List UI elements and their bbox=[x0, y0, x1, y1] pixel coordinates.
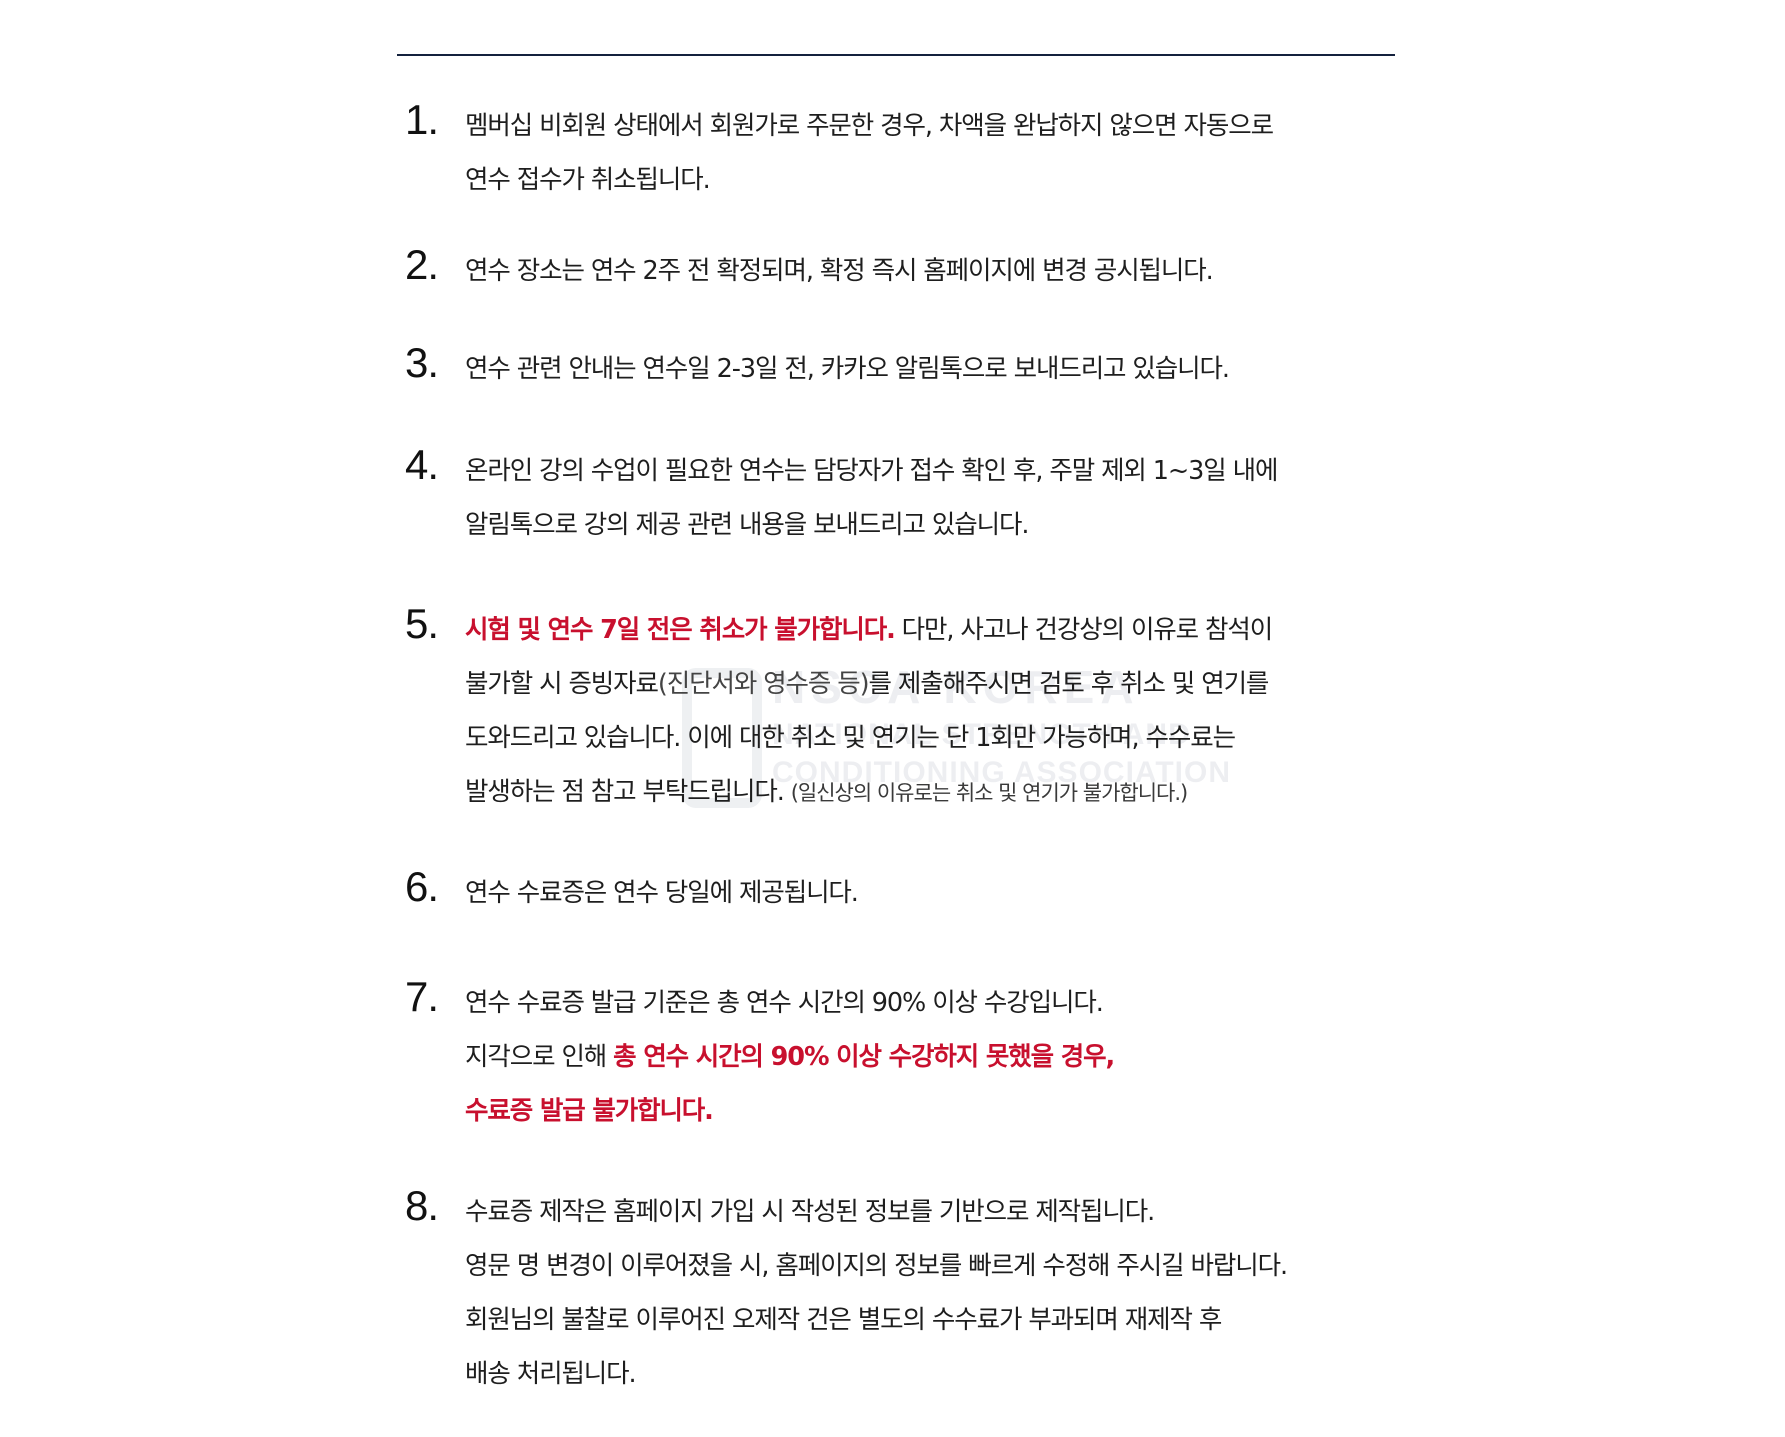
footnote-text: (일신상의 이유로는 취소 및 연기가 불가합니다.) bbox=[790, 781, 1189, 805]
item-line: 발생하는 점 참고 부탁드립니다. (일신상의 이유로는 취소 및 연기가 불가… bbox=[465, 765, 1415, 819]
item-line: 알림톡으로 강의 제공 관련 내용을 보내드리고 있습니다. bbox=[465, 498, 1415, 552]
highlighted-text: 연수 당일에 제공됩니다. bbox=[613, 878, 859, 908]
item-line: 지각으로 인해 총 연수 시간의 90% 이상 수강하지 못했을 경우, bbox=[465, 1030, 1415, 1084]
warning-text: 총 bbox=[613, 1042, 644, 1072]
item-line: 시험 및 연수 7일 전은 취소가 불가합니다. 다만, 사고나 건강상의 이유… bbox=[465, 603, 1415, 657]
text-segment: 연수 관련 안내는 bbox=[465, 354, 643, 384]
warning-text: 불가합니다. bbox=[592, 1096, 713, 1126]
text-segment: 배송 처리됩니다. bbox=[465, 1359, 637, 1389]
item-text: 온라인 강의 수업이 필요한 연수는 담당자가 접수 확인 후, 주말 제외 1… bbox=[465, 444, 1415, 552]
item-text: 연수 수료증 발급 기준은 총 연수 시간의 90% 이상 수강입니다.지각으로… bbox=[465, 976, 1415, 1138]
item-line: 온라인 강의 수업이 필요한 연수는 담당자가 접수 확인 후, 주말 제외 1… bbox=[465, 444, 1415, 498]
text-segment: 영문 명 변경이 이루어졌을 시, 홈페이지의 정보를 빠르게 수정해 주시길 … bbox=[465, 1251, 1288, 1281]
highlighted-text: 연수 2주 전 확정 bbox=[590, 256, 762, 286]
item-line: 불가할 시 증빙자료(진단서와 영수증 등)를 제출해주시면 검토 후 취소 및… bbox=[465, 657, 1415, 711]
item-text: 연수 수료증은 연수 당일에 제공됩니다. bbox=[465, 866, 1415, 920]
item-text: 연수 관련 안내는 연수일 2-3일 전, 카카오 알림톡으로 보내드리고 있습… bbox=[465, 342, 1415, 396]
item-line: 연수 수료증 발급 기준은 총 연수 시간의 90% 이상 수강입니다. bbox=[465, 976, 1415, 1030]
item-line: 수료증 제작은 홈페이지 가입 시 작성된 정보를 기반으로 제작됩니다. bbox=[465, 1185, 1415, 1239]
highlighted-text: 연수일 2-3일 전, 카카오 알림톡으로 bbox=[642, 354, 1008, 384]
text-segment: 연수 수료증 발급 기준은 총 bbox=[465, 988, 746, 1018]
highlighted-text: 자동으로 bbox=[1183, 111, 1274, 141]
item-line: 수료증 발급 불가합니다. bbox=[465, 1084, 1415, 1138]
text-segment: 다만, 사고나 건강상의 이유로 참석이 bbox=[894, 615, 1274, 645]
text-segment: 연수 수료증은 bbox=[465, 878, 614, 908]
item-line: 연수 관련 안내는 연수일 2-3일 전, 카카오 알림톡으로 보내드리고 있습… bbox=[465, 342, 1415, 396]
highlighted-text: 연수 접수가 취소 bbox=[465, 165, 637, 195]
item-line: 연수 장소는 연수 2주 전 확정되며, 확정 즉시 홈페이지에 변경 공시됩니… bbox=[465, 244, 1415, 298]
text-segment: 멤버십 비회원 상태에서 회원가로 주문한 경우, 차액을 완납하지 않으면 bbox=[465, 111, 1184, 141]
text-segment: 도와드리고 있습니다. 이에 대한 취소 및 연기는 단 1회만 가능하며, 수… bbox=[465, 723, 1236, 753]
highlighted-warning-text: 수료증 발급 bbox=[465, 1096, 593, 1126]
item-line: 연수 수료증은 연수 당일에 제공됩니다. bbox=[465, 866, 1415, 920]
text-segment: 보내드리고 있습니다. bbox=[1006, 354, 1230, 384]
highlighted-text: 수료증 제작은 홈페이지 가입 시 작성된 정보를 기반으로 제작됩니다. bbox=[465, 1197, 1155, 1227]
text-segment: 됩니다. bbox=[635, 165, 711, 195]
text-segment: 지각으로 인해 bbox=[465, 1042, 614, 1072]
text-segment: 있습니다. bbox=[924, 510, 1030, 540]
item-line: 도와드리고 있습니다. 이에 대한 취소 및 연기는 단 1회만 가능하며, 수… bbox=[465, 711, 1415, 765]
item-line: 영문 명 변경이 이루어졌을 시, 홈페이지의 정보를 빠르게 수정해 주시길 … bbox=[465, 1239, 1415, 1293]
highlighted-text: 연수 시간의 90% 이상 수강입니다. bbox=[746, 988, 1104, 1018]
item-line: 회원님의 불찰로 이루어진 오제작 건은 별도의 수수료가 부과되며 재제작 후 bbox=[465, 1293, 1415, 1347]
item-text: 시험 및 연수 7일 전은 취소가 불가합니다. 다만, 사고나 건강상의 이유… bbox=[465, 603, 1415, 819]
item-text: 멤버십 비회원 상태에서 회원가로 주문한 경우, 차액을 완납하지 않으면 자… bbox=[465, 99, 1415, 207]
text-segment: 연수 장소는 bbox=[465, 256, 591, 286]
item-number: 7. bbox=[405, 973, 439, 1020]
text-segment: 발생하는 점 참고 부탁드립니다. bbox=[465, 777, 791, 807]
item-number: 2. bbox=[405, 241, 439, 288]
item-number: 6. bbox=[405, 863, 439, 910]
text-segment: 온라인 강의 수업이 필요한 연수는 담당자가 접수 확인 후, bbox=[465, 456, 1050, 486]
item-number: 8. bbox=[405, 1182, 439, 1229]
highlighted-text: 주말 제외 1~3일 내에 bbox=[1049, 456, 1279, 486]
item-text: 수료증 제작은 홈페이지 가입 시 작성된 정보를 기반으로 제작됩니다. 영문 … bbox=[465, 1185, 1415, 1401]
highlighted-warning-text: 시험 및 연수 7일 전은 취소가 불가합니다. bbox=[465, 615, 896, 645]
item-line: 배송 처리됩니다. bbox=[465, 1347, 1415, 1401]
item-text: 연수 장소는 연수 2주 전 확정되며, 확정 즉시 홈페이지에 변경 공시됩니… bbox=[465, 244, 1415, 298]
item-number: 4. bbox=[405, 441, 439, 488]
text-segment: 회원님의 불찰로 이루어진 오제작 건은 별도의 수수료가 부과되며 재제작 후 bbox=[465, 1305, 1222, 1335]
highlighted-text: 알림톡으로 강의 제공 관련 내용을 보내드리고 bbox=[465, 510, 926, 540]
item-number: 1. bbox=[405, 96, 439, 143]
text-segment: 불가할 시 증빙자료 bbox=[465, 669, 659, 699]
top-divider bbox=[397, 54, 1395, 56]
text-segment: 되며, 확정 즉시 홈페이지에 변경 공시됩니다. bbox=[761, 256, 1214, 286]
item-number: 3. bbox=[405, 339, 439, 386]
text-segment: 를 제출해주시면 검토 후 취소 및 연기를 bbox=[868, 669, 1270, 699]
item-number: 5. bbox=[405, 600, 439, 647]
parenthetical-text: (진단서와 영수증 등) bbox=[657, 669, 870, 699]
highlighted-warning-text: 연수 시간의 90% 이상 수강하지 못했을 경우, bbox=[643, 1042, 1115, 1072]
item-line: 멤버십 비회원 상태에서 회원가로 주문한 경우, 차액을 완납하지 않으면 자… bbox=[465, 99, 1415, 153]
item-line: 연수 접수가 취소됩니다. bbox=[465, 153, 1415, 207]
